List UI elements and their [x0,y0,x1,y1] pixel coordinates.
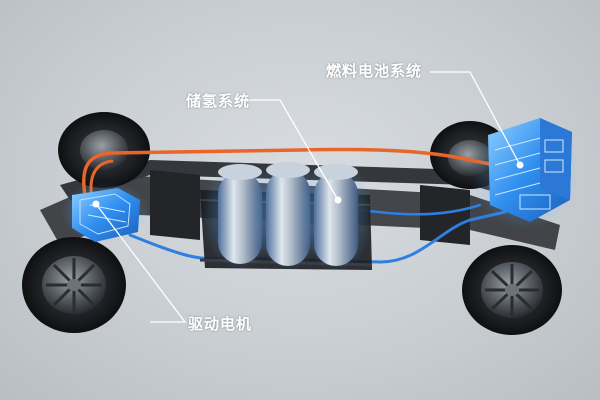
high-voltage-cable [82,147,522,197]
leader-lines [95,71,521,323]
rear-right-wheel-icon [22,237,126,333]
drive-motor-icon [60,182,150,242]
hydrogen-line [128,210,507,264]
hydrogen-storage-label: 储氢系统 [186,92,251,110]
hydrogen-tank-icon [298,159,374,271]
front-right-wheel-icon [462,245,562,335]
leader-dots [92,161,524,208]
drive-motor-label: 驱动电机 [188,315,253,333]
fuel-cell-label: 燃料电池系统 [326,62,423,80]
rear-left-wheel-icon [58,112,150,188]
